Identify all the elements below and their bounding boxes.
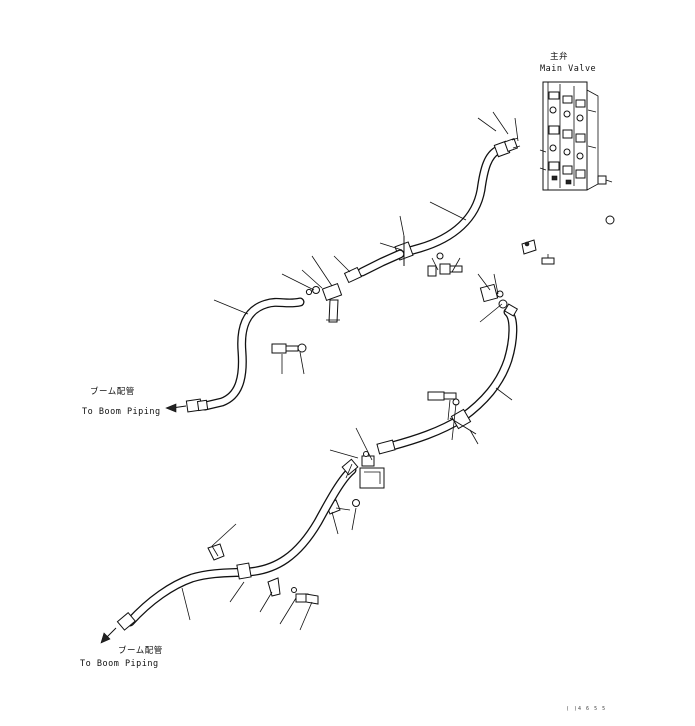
- upper-boom-label-jp: ブーム配管: [90, 386, 135, 397]
- main-valve-label-jp: 主弁: [550, 51, 568, 62]
- lower-return-hose: [100, 458, 359, 644]
- main-valve-label: Main Valve: [540, 64, 596, 74]
- main-valve: [539, 81, 613, 191]
- lower-parts: [207, 543, 319, 605]
- upper-boom-label: To Boom Piping: [82, 407, 161, 417]
- upper-bolts: [271, 252, 463, 354]
- valve-fittings: [521, 215, 615, 265]
- middle-return-hose: [325, 283, 519, 515]
- upper-return-hose: [165, 137, 521, 413]
- lower-boom-label: To Boom Piping: [80, 659, 159, 669]
- leader-lines: [181, 111, 519, 631]
- lower-boom-label-jp: ブーム配管: [118, 645, 163, 656]
- drawing-code: ( )4 6 5 5: [566, 706, 606, 712]
